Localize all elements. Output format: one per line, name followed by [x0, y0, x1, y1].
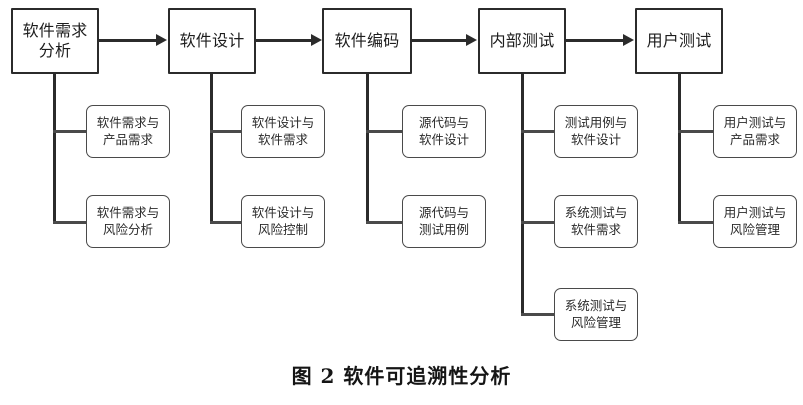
stage-box-software-coding[interactable]: 软件编码	[322, 8, 412, 74]
sub-box-usertest-vs-risk[interactable]: 用户测试与风险管理	[713, 195, 797, 248]
sub-box-code-vs-testcase[interactable]: 源代码与测试用例	[402, 195, 486, 248]
arrow-shaft-design-to-coding	[256, 38, 313, 42]
sub-label-usertest-vs-risk: 用户测试与风险管理	[723, 204, 787, 237]
branch-trunk-internal-test	[521, 74, 524, 315]
sub-label-design-vs-req: 软件设计与软件需求	[251, 114, 315, 147]
sub-label-testcase-vs-design: 测试用例与软件设计	[564, 114, 628, 147]
sub-label-systest-vs-req: 系统测试与软件需求	[564, 204, 628, 237]
arrow-shaft-coding-to-internaltest	[412, 38, 468, 42]
stage-label-internal-test: 内部测试	[489, 31, 555, 51]
sub-label-req-vs-risk: 软件需求与风险分析	[96, 204, 160, 237]
sub-box-code-vs-design[interactable]: 源代码与软件设计	[402, 105, 486, 158]
branch-connector-req-vs-risk	[53, 221, 88, 224]
sub-box-req-vs-risk[interactable]: 软件需求与风险分析	[86, 195, 170, 248]
sub-label-design-vs-riskctrl: 软件设计与风险控制	[251, 204, 315, 237]
branch-trunk-user-test	[678, 74, 681, 224]
stage-box-internal-test[interactable]: 内部测试	[478, 8, 566, 74]
stage-label-software-coding: 软件编码	[334, 31, 400, 51]
sub-box-design-vs-req[interactable]: 软件设计与软件需求	[241, 105, 325, 158]
arrow-shaft-internaltest-to-usertest	[566, 38, 625, 42]
branch-connector-req-vs-product	[53, 130, 88, 133]
branch-connector-usertest-vs-product	[678, 130, 715, 133]
stage-label-requirements-analysis: 软件需求分析	[22, 21, 88, 60]
stage-label-user-test: 用户测试	[646, 31, 712, 51]
sub-box-testcase-vs-design[interactable]: 测试用例与软件设计	[554, 105, 638, 158]
sub-box-req-vs-product[interactable]: 软件需求与产品需求	[86, 105, 170, 158]
stage-box-software-design[interactable]: 软件设计	[168, 8, 256, 74]
stage-box-user-test[interactable]: 用户测试	[635, 8, 723, 74]
branch-connector-design-vs-req	[210, 130, 243, 133]
branch-trunk-requirements-analysis	[53, 74, 56, 224]
arrow-head-design-to-coding	[311, 34, 322, 46]
figure-caption: 图 2 软件可追溯性分析	[291, 364, 512, 388]
branch-connector-usertest-vs-risk	[678, 221, 715, 224]
arrow-shaft-req-to-design	[99, 38, 157, 42]
branch-trunk-software-coding	[366, 74, 369, 224]
sub-box-systest-vs-req[interactable]: 系统测试与软件需求	[554, 195, 638, 248]
branch-connector-code-vs-testcase	[366, 221, 404, 224]
arrow-head-req-to-design	[156, 34, 167, 46]
branch-trunk-software-design	[210, 74, 213, 224]
sub-label-code-vs-testcase: 源代码与测试用例	[418, 204, 469, 237]
branch-connector-testcase-vs-design	[521, 130, 556, 133]
traceability-diagram: 软件需求分析 软件设计 软件编码 内部测试 用户测试 软件需求与产品需求	[11, 8, 797, 341]
stage-label-software-design: 软件设计	[179, 31, 245, 51]
sub-label-usertest-vs-product: 用户测试与产品需求	[723, 114, 787, 147]
branch-connector-systest-vs-risk	[521, 313, 556, 316]
arrow-head-internaltest-to-usertest	[623, 34, 634, 46]
sub-box-systest-vs-risk[interactable]: 系统测试与风险管理	[554, 288, 638, 341]
sub-box-design-vs-riskctrl[interactable]: 软件设计与风险控制	[241, 195, 325, 248]
sub-label-code-vs-design: 源代码与软件设计	[418, 114, 469, 147]
branch-connector-code-vs-design	[366, 130, 404, 133]
sub-label-req-vs-product: 软件需求与产品需求	[96, 114, 160, 147]
arrow-head-coding-to-internaltest	[466, 34, 477, 46]
sub-label-systest-vs-risk: 系统测试与风险管理	[564, 297, 628, 330]
sub-box-usertest-vs-product[interactable]: 用户测试与产品需求	[713, 105, 797, 158]
branch-connector-design-vs-riskctrl	[210, 221, 243, 224]
branch-connector-systest-vs-req	[521, 221, 556, 224]
stage-box-requirements-analysis[interactable]: 软件需求分析	[11, 8, 99, 74]
